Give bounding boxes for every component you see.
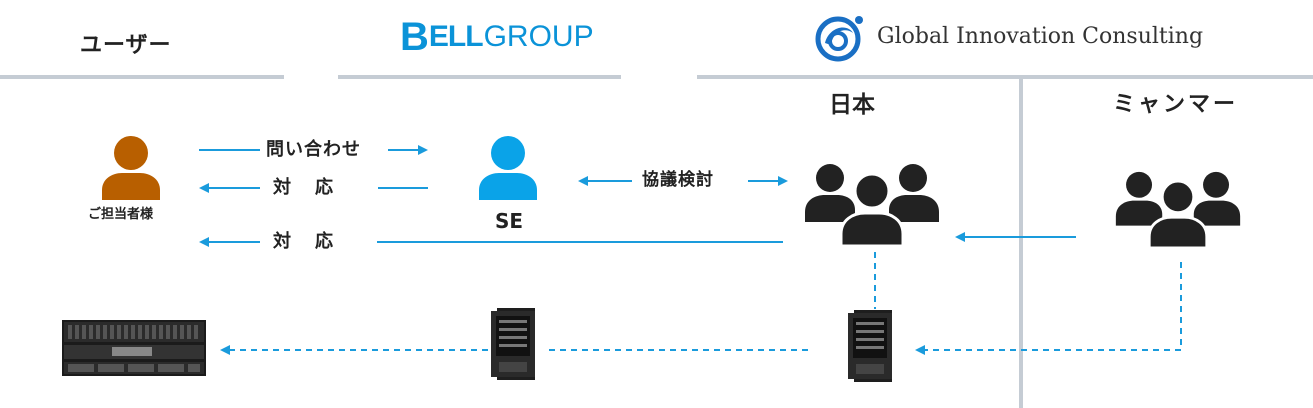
response1-label: 対 応 bbox=[273, 177, 336, 198]
consult-arrowhead-left bbox=[578, 176, 588, 186]
tower-server-icon bbox=[491, 308, 535, 380]
myanmar-server-dash bbox=[924, 262, 1182, 351]
group-icon bbox=[805, 164, 939, 246]
myanmar-japan-arrowhead bbox=[955, 232, 965, 242]
group-icon bbox=[1115, 171, 1241, 250]
region-japan: 日本 bbox=[829, 92, 875, 118]
bell-logo-b: B bbox=[400, 15, 429, 59]
user-header: ユーザー bbox=[80, 33, 172, 58]
bellgroup-logo: B ELL GROUP bbox=[400, 17, 594, 57]
inquiry-arrowhead bbox=[418, 145, 428, 155]
response1-arrowhead bbox=[199, 183, 209, 193]
region-myanmar: ミャンマー bbox=[1113, 92, 1239, 117]
tower-server-icon bbox=[848, 310, 892, 382]
person-icon bbox=[479, 136, 537, 200]
consult-label: 協議検討 bbox=[642, 170, 714, 190]
bell-storage-arrowhead bbox=[220, 345, 230, 355]
customer-label: ご担当者様 bbox=[88, 207, 154, 222]
response2-arrowhead bbox=[199, 237, 209, 247]
swirl-logo-icon bbox=[815, 16, 863, 62]
myanmar-server-arrowhead bbox=[915, 345, 925, 355]
gic-logo-text: Global Innovation Consulting bbox=[877, 24, 1204, 49]
inquiry-label: 問い合わせ bbox=[266, 139, 361, 160]
person-icon bbox=[102, 136, 160, 200]
bell-logo-ell: ELL bbox=[428, 20, 484, 53]
response2-label: 対 応 bbox=[273, 231, 336, 252]
se-label: SE bbox=[495, 209, 524, 233]
rack-server-icon bbox=[62, 320, 206, 376]
bell-logo-group: GROUP bbox=[483, 20, 594, 53]
consult-arrowhead-right bbox=[778, 176, 788, 186]
